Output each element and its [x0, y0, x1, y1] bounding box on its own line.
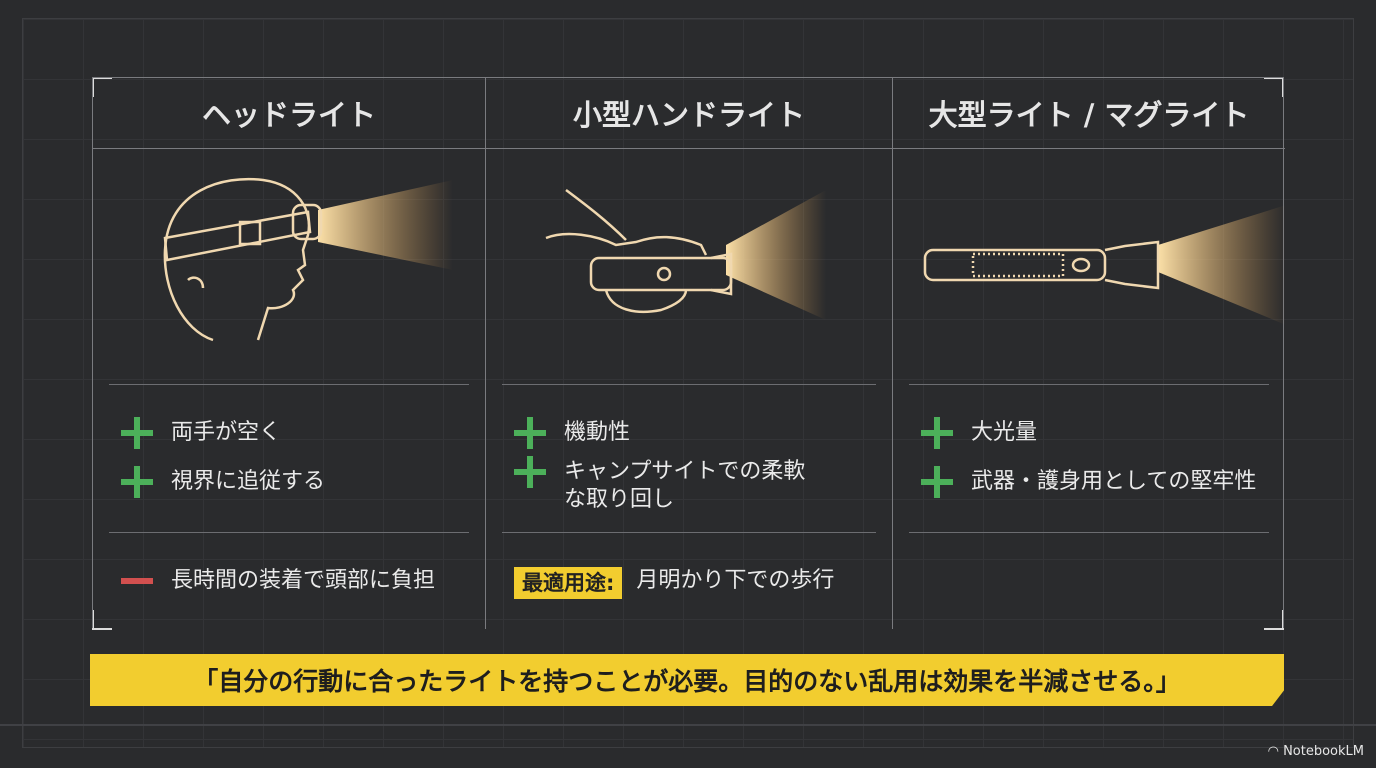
pro-text: 機動性	[564, 420, 631, 445]
divider	[109, 384, 469, 385]
column-title: ヘッドライト	[93, 78, 485, 149]
comparison-table: ヘッドライト 両手が空く 視界に追従する 長時間の装着で頭部に負担 小型ハンドラ…	[92, 77, 1286, 629]
plus-icon	[921, 466, 957, 498]
column-large-light: 大型ライト / マグライト 大光量 武器・護身用としての堅牢性	[892, 78, 1286, 629]
con-text: 長時間の装着で頭部に負担	[171, 568, 436, 593]
pro-text: 大光量	[971, 420, 1038, 445]
frame-corner	[92, 77, 112, 97]
pro-text: 武器・護身用としての堅牢性	[971, 469, 1257, 494]
minus-icon	[121, 567, 157, 595]
column-title: 大型ライト / マグライト	[893, 78, 1285, 149]
large-flashlight-icon	[923, 205, 1286, 325]
brand-text: NotebookLM	[1283, 744, 1364, 759]
best-use-text: 月明かり下での歩行	[636, 568, 835, 593]
footer-line	[0, 724, 1376, 726]
pro-text: 両手が空く	[171, 420, 282, 445]
divider	[109, 532, 469, 533]
pro-text: 視界に追従する	[171, 469, 326, 494]
headlamp-icon	[163, 177, 453, 342]
background-grid	[22, 18, 1354, 748]
plus-icon	[121, 466, 157, 498]
handheld-flashlight-icon	[545, 189, 826, 320]
brand-watermark: ◠ NotebookLM	[1267, 744, 1364, 759]
best-use-badge: 最適用途:	[514, 567, 623, 599]
pro-item: 視界に追従する	[121, 466, 475, 498]
column-headlamp: ヘッドライト 両手が空く 視界に追従する 長時間の装着で頭部に負担	[93, 78, 485, 629]
pro-text: キャンプサイトでの柔軟な取り回し	[564, 459, 806, 512]
pro-item: 両手が空く	[121, 417, 475, 449]
conclusion-banner: 「自分の行動に合ったライトを持つことが必要。目的のない乱用は効果を半減させる。」	[90, 654, 1284, 706]
column-title: 小型ハンドライト	[486, 78, 892, 149]
pro-item: 大光量	[921, 417, 1275, 449]
divider	[909, 384, 1269, 385]
plus-icon	[921, 417, 957, 449]
con-item: 長時間の装着で頭部に負担	[121, 567, 475, 595]
divider	[909, 532, 1269, 533]
pro-item: キャンプサイトでの柔軟な取り回し	[514, 456, 814, 514]
best-use-item: 最適用途: 月明かり下での歩行	[514, 567, 882, 599]
plus-icon	[121, 417, 157, 449]
frame-corner	[92, 610, 112, 630]
pro-item: 機動性	[514, 417, 882, 449]
plus-icon	[514, 456, 550, 488]
column-handheld: 小型ハンドライト 機動性 キャンプサイトでの柔軟な取り回し 最適用途: 月明かり下…	[485, 78, 892, 629]
pro-item: 武器・護身用としての堅牢性	[921, 466, 1275, 498]
plus-icon	[514, 417, 550, 449]
divider	[502, 532, 876, 533]
divider	[502, 384, 876, 385]
